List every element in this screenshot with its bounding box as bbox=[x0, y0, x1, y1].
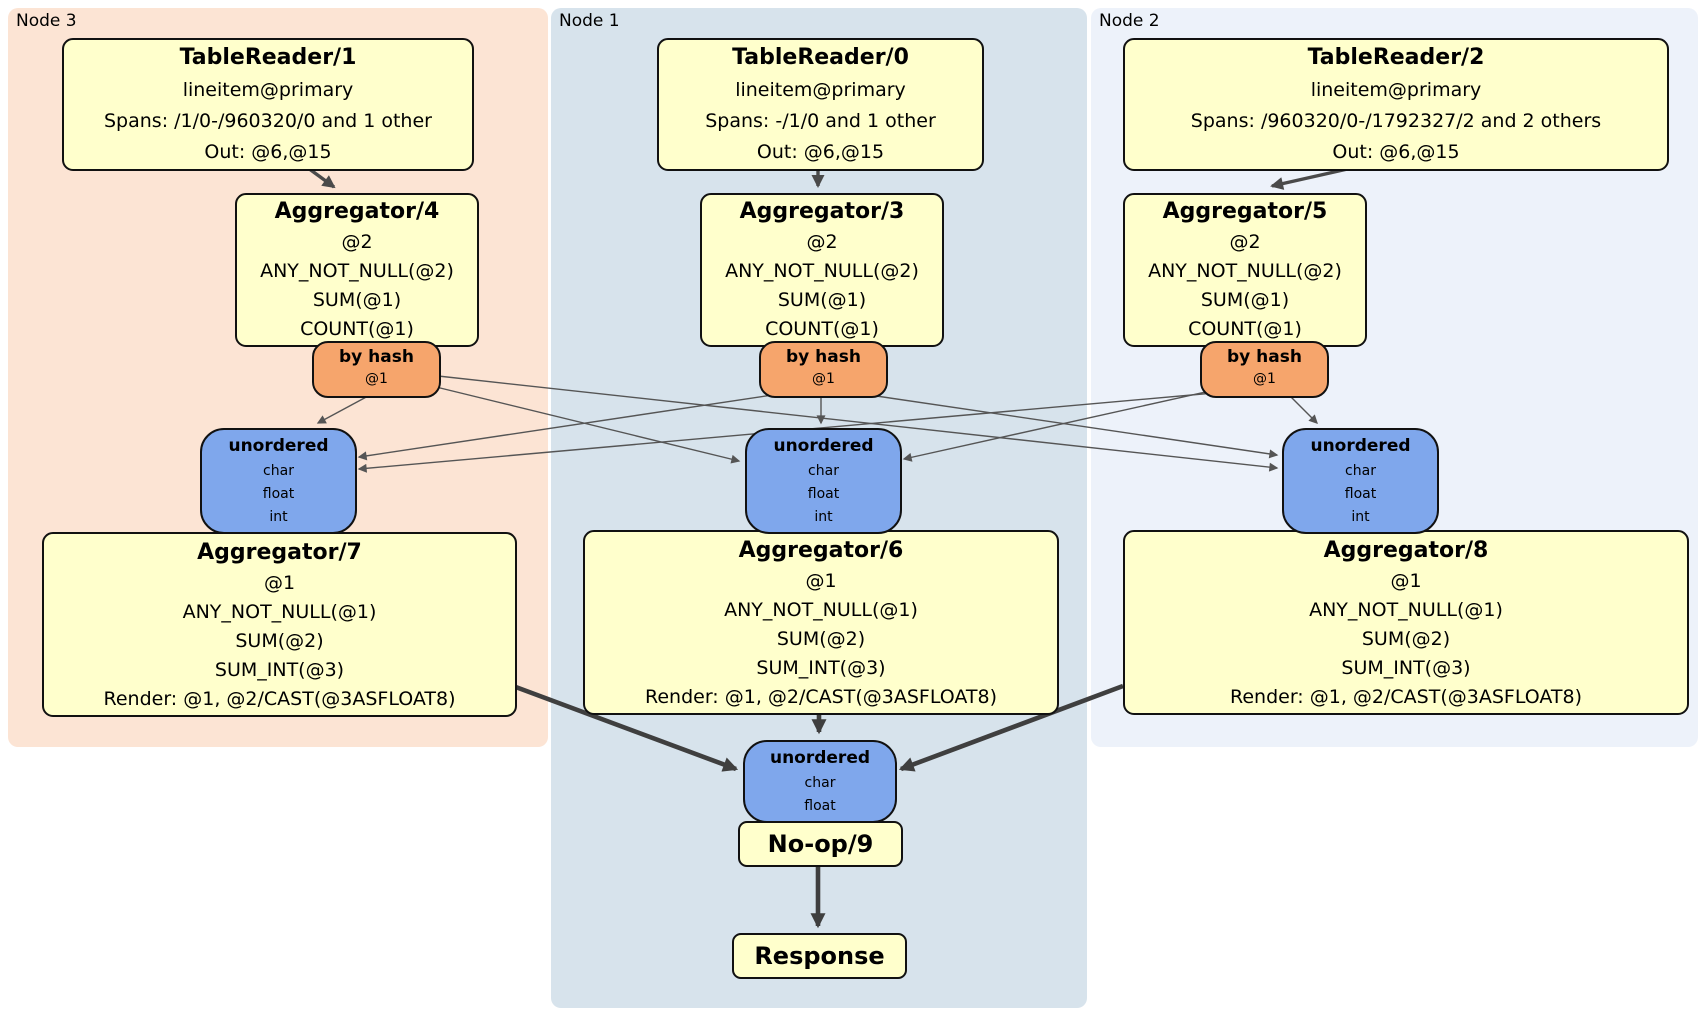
unordered-sync-7-col1: char bbox=[263, 463, 294, 479]
by-hash-router-4-key: @1 bbox=[365, 371, 388, 387]
unordered-sync-7: unordered char float int bbox=[200, 428, 357, 534]
aggregator-5-fn2: SUM(@1) bbox=[1200, 289, 1290, 311]
aggregator-6-title: Aggregator/6 bbox=[738, 537, 904, 563]
tablereader-1-box: TableReader/1 lineitem@primary Spans: /1… bbox=[62, 38, 474, 171]
response-title: Response bbox=[754, 942, 885, 970]
aggregator-4-group: @2 bbox=[341, 231, 373, 253]
aggregator-4-fn2: SUM(@1) bbox=[312, 289, 402, 311]
aggregator-3-title: Aggregator/3 bbox=[739, 199, 905, 224]
unordered-sync-8: unordered char float int bbox=[1282, 428, 1439, 534]
by-hash-router-3: by hash @1 bbox=[759, 341, 888, 398]
node1-label: Node 1 bbox=[559, 11, 620, 31]
unordered-sync-6-title: unordered bbox=[773, 436, 874, 456]
unordered-sync-8-title: unordered bbox=[1310, 436, 1411, 456]
aggregator-8-box: Aggregator/8 @1 ANY_NOT_NULL(@1) SUM(@2)… bbox=[1123, 530, 1689, 715]
aggregator-4-box: Aggregator/4 @2 ANY_NOT_NULL(@2) SUM(@1)… bbox=[235, 193, 479, 347]
unordered-sync-9-title: unordered bbox=[769, 748, 871, 768]
aggregator-6-fn3: SUM_INT(@3) bbox=[756, 656, 886, 679]
aggregator-6-fn2: SUM(@2) bbox=[776, 627, 866, 650]
by-hash-router-4: by hash @1 bbox=[312, 341, 441, 398]
aggregator-8-fn1: ANY_NOT_NULL(@1) bbox=[1309, 598, 1503, 621]
by-hash-router-3-title: by hash bbox=[786, 347, 861, 367]
noop-title: No-op/9 bbox=[767, 830, 874, 858]
unordered-sync-6-col3: int bbox=[814, 509, 833, 525]
tablereader-0-index: lineitem@primary bbox=[735, 79, 906, 101]
aggregator-8-group: @1 bbox=[1390, 569, 1422, 592]
unordered-sync-6: unordered char float int bbox=[745, 428, 902, 534]
tablereader-0-box: TableReader/0 lineitem@primary Spans: -/… bbox=[657, 38, 984, 171]
tablereader-2-spans: Spans: /960320/0-/1792327/2 and 2 others bbox=[1190, 110, 1602, 132]
tablereader-0-title: TableReader/0 bbox=[732, 45, 909, 70]
noop-box: No-op/9 bbox=[738, 821, 903, 867]
tablereader-0-spans: Spans: -/1/0 and 1 other bbox=[705, 110, 936, 132]
aggregator-8-title: Aggregator/8 bbox=[1323, 537, 1489, 563]
aggregator-7-fn1: ANY_NOT_NULL(@1) bbox=[182, 600, 377, 623]
aggregator-7-render: Render: @1, @2/CAST(@3ASFLOAT8) bbox=[103, 687, 456, 710]
aggregator-7-box: Aggregator/7 @1 ANY_NOT_NULL(@1) SUM(@2)… bbox=[42, 532, 517, 717]
aggregator-5-group: @2 bbox=[1229, 231, 1261, 253]
unordered-sync-6-col2: float bbox=[807, 486, 840, 502]
aggregator-3-fn3: COUNT(@1) bbox=[765, 318, 879, 340]
aggregator-5-title: Aggregator/5 bbox=[1162, 199, 1328, 224]
by-hash-router-4-title: by hash bbox=[339, 347, 414, 367]
tablereader-2-out: Out: @6,@15 bbox=[1332, 141, 1460, 163]
aggregator-6-fn1: ANY_NOT_NULL(@1) bbox=[724, 598, 918, 621]
aggregator-6-group: @1 bbox=[805, 569, 837, 592]
unordered-sync-7-col3: int bbox=[269, 509, 288, 525]
tablereader-1-index: lineitem@primary bbox=[182, 79, 354, 101]
aggregator-7-fn3: SUM_INT(@3) bbox=[214, 658, 345, 681]
aggregator-5-fn3: COUNT(@1) bbox=[1188, 318, 1302, 340]
tablereader-0-out: Out: @6,@15 bbox=[756, 141, 885, 163]
unordered-sync-9-col1: char bbox=[804, 775, 836, 791]
tablereader-1-out: Out: @6,@15 bbox=[204, 141, 332, 163]
aggregator-7-fn2: SUM(@2) bbox=[235, 629, 324, 652]
unordered-sync-8-col2: float bbox=[1344, 486, 1377, 502]
aggregator-8-fn2: SUM(@2) bbox=[1361, 627, 1451, 650]
aggregator-7-title: Aggregator/7 bbox=[197, 539, 362, 565]
unordered-sync-6-col1: char bbox=[808, 463, 839, 479]
aggregator-4-fn1: ANY_NOT_NULL(@2) bbox=[260, 260, 454, 282]
by-hash-router-3-key: @1 bbox=[812, 371, 835, 387]
aggregator-3-group: @2 bbox=[806, 231, 838, 253]
tablereader-1-spans: Spans: /1/0-/960320/0 and 1 other bbox=[104, 110, 432, 132]
aggregator-6-box: Aggregator/6 @1 ANY_NOT_NULL(@1) SUM(@2)… bbox=[583, 530, 1059, 715]
node3-label: Node 3 bbox=[16, 11, 77, 31]
tablereader-2-title: TableReader/2 bbox=[1307, 45, 1485, 70]
unordered-sync-8-col3: int bbox=[1351, 509, 1370, 525]
aggregator-5-box: Aggregator/5 @2 ANY_NOT_NULL(@2) SUM(@1)… bbox=[1123, 193, 1367, 347]
tablereader-2-box: TableReader/2 lineitem@primary Spans: /9… bbox=[1123, 38, 1669, 171]
by-hash-router-5: by hash @1 bbox=[1200, 341, 1329, 398]
aggregator-3-fn2: SUM(@1) bbox=[777, 289, 867, 311]
response-box: Response bbox=[732, 933, 907, 979]
unordered-sync-7-col2: float bbox=[262, 486, 295, 502]
unordered-sync-7-title: unordered bbox=[228, 436, 329, 456]
tablereader-2-index: lineitem@primary bbox=[1310, 79, 1482, 101]
node2-label: Node 2 bbox=[1099, 11, 1160, 31]
aggregator-4-fn3: COUNT(@1) bbox=[300, 318, 414, 340]
aggregator-3-box: Aggregator/3 @2 ANY_NOT_NULL(@2) SUM(@1)… bbox=[700, 193, 944, 347]
aggregator-5-fn1: ANY_NOT_NULL(@2) bbox=[1148, 260, 1342, 282]
aggregator-8-render: Render: @1, @2/CAST(@3ASFLOAT8) bbox=[1230, 685, 1582, 708]
by-hash-router-5-key: @1 bbox=[1253, 371, 1276, 387]
tablereader-1-title: TableReader/1 bbox=[179, 45, 357, 70]
aggregator-4-title: Aggregator/4 bbox=[274, 199, 440, 224]
aggregator-7-group: @1 bbox=[263, 571, 296, 594]
by-hash-router-5-title: by hash bbox=[1227, 347, 1302, 367]
aggregator-6-render: Render: @1, @2/CAST(@3ASFLOAT8) bbox=[645, 685, 997, 708]
aggregator-3-fn1: ANY_NOT_NULL(@2) bbox=[725, 260, 919, 282]
unordered-sync-8-col1: char bbox=[1345, 463, 1376, 479]
aggregator-8-fn3: SUM_INT(@3) bbox=[1341, 656, 1471, 679]
unordered-sync-9-col2: float bbox=[804, 798, 836, 814]
unordered-sync-9: unordered char float bbox=[743, 740, 897, 823]
